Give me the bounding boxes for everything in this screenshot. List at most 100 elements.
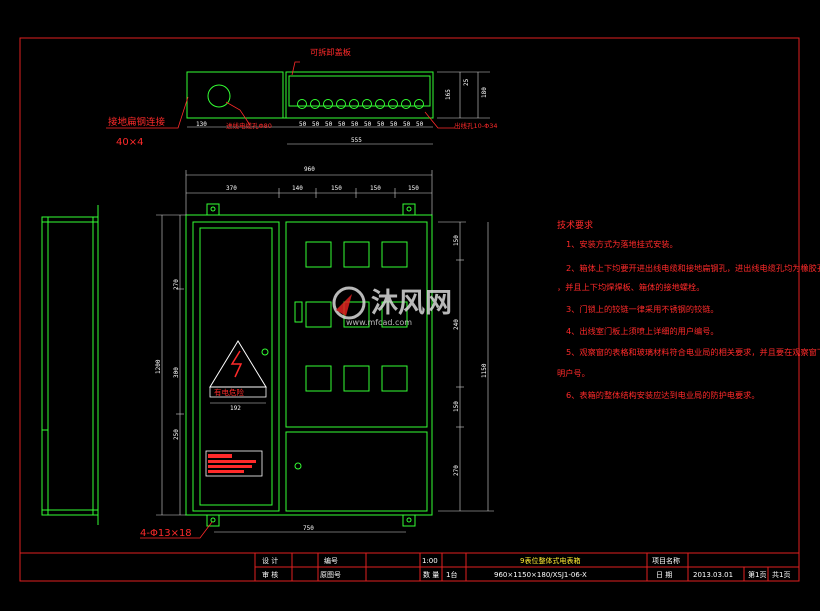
meter-window [343,365,370,392]
hole-pitch-dim: 50 [390,121,398,128]
meter-window-grid [305,241,408,392]
dim-right-2: 240 [453,319,460,330]
meter-window [305,301,332,328]
dim-left-2: 300 [173,367,180,378]
dim-top-total: 555 [351,137,362,144]
drawing-frame [19,37,800,582]
dim-overall-width: 960 [304,166,315,173]
dim-top-5: 150 [408,185,419,192]
cable-hole-circle [207,84,231,108]
dim-left-1: 270 [173,279,180,290]
note-5: 5、观察窗的表格和玻璃材料符合电业局的相关要求，并且要在观察窗下方标 明户号。 [557,347,820,378]
title-block: 设 计 审 核 编号 原图号 1:00 数 量 1台 9表位整体式电表箱 960… [254,553,799,581]
note-2: 2、箱体上下均要开进出线电缆和接地扁钢孔，进出线电缆孔均为橡胶孔 ，并且上下均焊… [557,263,820,292]
meter-window [381,365,408,392]
hole-pitch-dim: 50 [351,121,359,128]
dim-top-right-1: 165 [445,89,452,100]
label-ground-bar-size: 40×4 [116,137,143,148]
meter-window [343,241,370,268]
tb-project-label: 项目名称 [652,556,680,565]
watermark-logo-icon [332,286,366,320]
label-mount-holes: 4-Φ13×18 [140,528,192,539]
dim-right-1: 150 [453,235,460,246]
watermark-brand: 沐风网 [371,288,452,319]
warning-dim: 192 [230,405,241,412]
dim-top-right-2: 25 [463,78,470,86]
tb-drawing-no-label: 原图号 [320,571,341,579]
outlet-hole [388,99,398,109]
tb-total-sheets: 共1页 [772,570,790,579]
meter-door [285,221,428,428]
warning-sign: 有电危险 192 [209,340,267,412]
warning-text: 有电危险 [214,387,244,397]
dim-bottom: 750 [303,525,314,532]
outlet-hole [297,99,307,109]
hole-pitch-dim: 50 [299,121,307,128]
outlet-hole [323,99,333,109]
outlet-hole-row [297,99,424,109]
dim-top-4: 150 [370,185,381,192]
tb-drawing-name: 9表位整体式电表箱 [520,556,580,565]
dim-right-4: 270 [453,465,460,476]
note-4: 4、出线室门板上须喷上详细的用户编号。 [566,326,719,336]
outlet-hole [336,99,346,109]
dim-height: 1200 [155,359,162,374]
outlet-hole [375,99,385,109]
note-6: 6、表箱的整体结构安装应达到电业局的防护电要求。 [566,390,760,400]
hole-pitch-dim: 50 [377,121,385,128]
label-top-cover: 可拆卸盖板 [310,47,351,57]
meter-window [381,241,408,268]
side-view [41,205,99,525]
dim-top-3: 150 [331,185,342,192]
tb-date-label: 日 期 [656,571,672,579]
tb-qty: 1台 [446,570,457,579]
dim-top-2: 140 [292,185,303,192]
dim-left-3: 250 [173,429,180,440]
meter-window [381,301,408,328]
dim-right-total: 1150 [481,363,488,378]
tb-check-label: 审 核 [262,570,278,579]
label-plate [205,450,263,477]
hole-pitch-dim: 50 [364,121,372,128]
hole-pitch-dim: 50 [338,121,346,128]
dim-right-3: 150 [453,401,460,412]
note-1: 1、安装方式为落地挂式安装。 [566,239,678,249]
watermark-url: www.mfcad.com [346,318,412,327]
meter-window [305,241,332,268]
outlet-hole [414,99,424,109]
front-view: 有电危险 192 [140,166,494,539]
meter-window [305,365,332,392]
technical-notes: 技术要求 1、安装方式为落地挂式安装。 2、箱体上下均要开进出线电缆和接地扁钢孔… [557,219,820,400]
tb-number-label: 编号 [324,556,338,565]
watermark: 沐风网 www.mfcad.com [332,286,452,327]
hole-pitch-dim: 50 [312,121,320,128]
outlet-hole [310,99,320,109]
notes-title: 技术要求 [557,219,593,231]
hole-pitch-dims: 50 50 50 50 50 50 50 50 50 50 [299,121,424,128]
dim-top-1: 370 [226,185,237,192]
outlet-hole [349,99,359,109]
tb-spec: 960×1150×180/XSJ1-06-X [494,571,587,579]
outlet-hole [401,99,411,109]
tb-scale: 1:00 [422,557,438,565]
hole-pitch-dim: 50 [416,121,424,128]
hole-pitch-dim: 50 [325,121,333,128]
outlet-hole [362,99,372,109]
tb-design-label: 设 计 [262,556,278,565]
tb-date: 2013.03.01 [693,571,733,579]
lightning-bolt-icon [230,350,243,378]
dim-top-left: 130 [196,121,207,128]
label-cable-hole: 进线电缆孔Φ80 [226,121,272,130]
tb-sheet: 第1页 [748,570,766,579]
dim-top-right-3: 180 [481,87,488,98]
left-door [192,221,280,512]
tb-qty-label: 数 量 [423,570,439,579]
cabinet-outline [185,214,433,516]
label-ground-bar: 接地扁钢连接 [108,116,166,128]
hole-pitch-dim: 50 [403,121,411,128]
note-3: 3、门锁上的铰链一律采用不锈钢的铰链。 [566,304,719,314]
label-outlet-holes: 出线孔10-Φ34 [454,121,498,130]
